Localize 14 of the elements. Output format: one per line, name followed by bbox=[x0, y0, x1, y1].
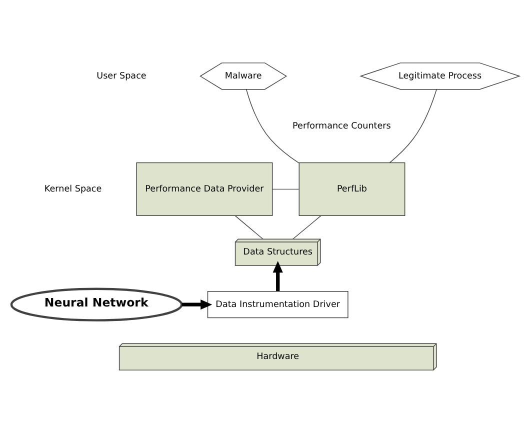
node-box: PerfLib bbox=[298, 162, 406, 216]
arrow bbox=[182, 299, 212, 310]
node-box: Data Instrumentation Driver bbox=[207, 290, 348, 318]
node-box: Performance Data Provider bbox=[136, 162, 273, 216]
connector bbox=[292, 214, 322, 239]
label: Kernel Space bbox=[44, 184, 102, 194]
connector bbox=[389, 88, 437, 163]
connector bbox=[246, 88, 300, 163]
connector bbox=[272, 188, 300, 190]
label: Performance Counters bbox=[292, 120, 391, 131]
connector bbox=[234, 214, 264, 239]
label: User Space bbox=[96, 70, 146, 81]
arrow bbox=[272, 260, 283, 291]
node-ellipse: Neural Network bbox=[10, 287, 183, 321]
